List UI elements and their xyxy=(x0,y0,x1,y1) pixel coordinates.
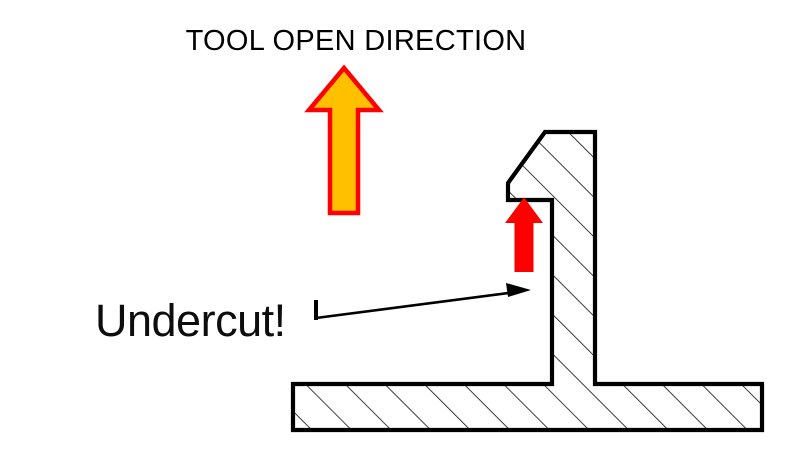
undercut-callout-label: Undercut! xyxy=(95,295,286,346)
undercut-arrow xyxy=(505,197,543,272)
arrow-up-icon xyxy=(505,197,543,272)
arrow-up-icon xyxy=(304,64,384,216)
part-hatch-fill xyxy=(293,132,762,430)
leader-arrow-icon xyxy=(506,283,531,297)
leader-line xyxy=(315,290,517,320)
leader xyxy=(314,283,531,320)
part-cross-section xyxy=(290,129,765,433)
page-title: TOOL OPEN DIRECTION xyxy=(186,25,527,57)
tool-open-arrow xyxy=(304,64,384,216)
part-outline xyxy=(290,129,765,433)
